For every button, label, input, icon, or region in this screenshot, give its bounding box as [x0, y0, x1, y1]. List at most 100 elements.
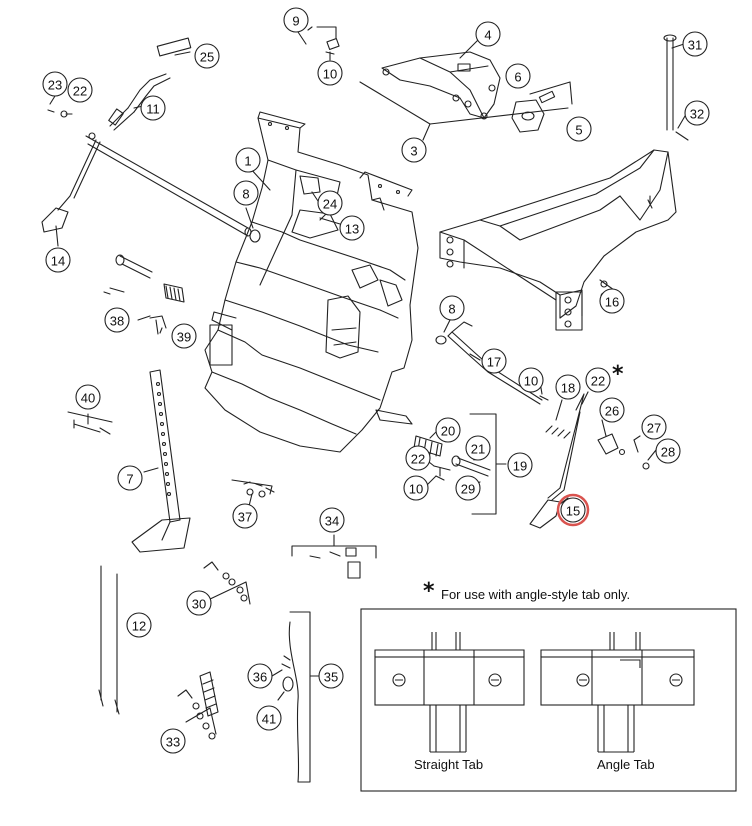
- callout-circle: [641, 414, 667, 440]
- chain-35: [281, 621, 300, 783]
- callout-16: 16: [599, 288, 625, 314]
- callout-circle: [317, 60, 343, 86]
- bracket-26: [597, 433, 619, 455]
- callout-circle: [247, 663, 273, 689]
- callout-9: 9: [283, 7, 309, 33]
- callout-circle: [233, 180, 259, 206]
- callout-number: 27: [647, 421, 661, 436]
- pin-set-9: [325, 37, 340, 61]
- callout-1: 1: [235, 147, 261, 173]
- callout-number: 33: [166, 735, 180, 750]
- callout-circle: [67, 77, 93, 103]
- callout-22c: 22: [405, 445, 431, 471]
- hardware-30: [203, 561, 248, 602]
- note-asterisk-symbol: *: [423, 579, 435, 604]
- callout-circle: [194, 43, 220, 69]
- callout-number: 31: [688, 38, 702, 53]
- lift-arm: [41, 73, 252, 237]
- callout-30: 30: [186, 590, 212, 616]
- callout-number: 18: [561, 381, 575, 396]
- callout-circle: [465, 435, 491, 461]
- callout-circle: [684, 100, 710, 126]
- callout-24: 24: [317, 190, 343, 216]
- angle-tab-caption: Angle Tab: [597, 757, 655, 772]
- callout-33: 33: [160, 728, 186, 754]
- callout-27: 27: [641, 414, 667, 440]
- callout-circle: [599, 397, 625, 423]
- callout-number: 24: [323, 197, 337, 212]
- callout-highlight-ring: [556, 493, 590, 527]
- asterisk-symbol: *: [612, 362, 624, 387]
- hitch-bracket: [381, 51, 501, 120]
- callout-circle: [160, 728, 186, 754]
- callout-8a: 8: [233, 180, 259, 206]
- callout-32: 32: [684, 100, 710, 126]
- callout-circle: [318, 663, 344, 689]
- callout-10a: 10: [317, 60, 343, 86]
- callout-6: 6: [505, 63, 531, 89]
- callout-number: 21: [471, 442, 485, 457]
- callout-25: 25: [194, 43, 220, 69]
- bolt-10: [539, 395, 549, 401]
- callout-23: 23: [42, 71, 68, 97]
- callout-number: 8: [448, 302, 455, 317]
- callout-20: 20: [435, 417, 461, 443]
- callout-number: 37: [238, 510, 252, 525]
- callout-number: 3: [410, 144, 417, 159]
- callout-number: 30: [192, 597, 206, 612]
- callout-circle: [232, 503, 258, 529]
- washer-22c: [618, 448, 626, 456]
- callout-circle: [283, 7, 309, 33]
- callout-number: 35: [324, 670, 338, 685]
- callout-circle: [171, 323, 197, 349]
- callout-circle: [655, 438, 681, 464]
- callout-circle: [186, 590, 212, 616]
- callout-circle: [435, 417, 461, 443]
- callout-circle: [599, 288, 625, 314]
- push-frame: [439, 149, 677, 331]
- screw-23: [47, 109, 55, 113]
- callout-number: 16: [605, 295, 619, 310]
- kickstand: [131, 369, 191, 553]
- callout-number: 19: [513, 459, 527, 474]
- callout-number: 13: [345, 222, 359, 237]
- callout-4: 4: [475, 21, 501, 47]
- rods-12: [98, 565, 120, 715]
- callout-18: 18: [555, 374, 581, 400]
- callout-number: 12: [132, 619, 146, 634]
- washer-8b: [435, 335, 447, 345]
- callout-number: 39: [177, 330, 191, 345]
- callout-circle: [126, 612, 152, 638]
- callout-number: 22: [411, 452, 425, 467]
- callout-37: 37: [232, 503, 258, 529]
- pin-spring-assy: [103, 254, 185, 335]
- callout-layer: 1345678891010101112131415161718192021222…: [42, 7, 710, 754]
- callout-number: 20: [441, 424, 455, 439]
- callout-circle: [42, 71, 68, 97]
- callout-circle: [45, 247, 71, 273]
- callout-circle: [555, 374, 581, 400]
- callout-number: 38: [110, 314, 124, 329]
- callout-circle: [585, 367, 611, 393]
- callout-number: 7: [126, 472, 133, 487]
- straight-tab-drawing: [374, 632, 525, 753]
- callout-number: 4: [484, 28, 491, 43]
- callout-circle: [455, 475, 481, 501]
- callout-number: 10: [409, 482, 423, 497]
- callout-5: 5: [566, 116, 592, 142]
- callout-circle: [235, 147, 261, 173]
- callout-13: 13: [339, 215, 365, 241]
- angle-tab-drawing: [540, 632, 695, 753]
- callout-14: 14: [45, 247, 71, 273]
- lift-bracket-5: [511, 90, 556, 133]
- callout-38: 38: [104, 307, 130, 333]
- callout-number: 41: [262, 712, 276, 727]
- callout-21: 21: [465, 435, 491, 461]
- callout-17: 17: [481, 348, 507, 374]
- hardware-34: [309, 547, 361, 579]
- callout-number: 29: [461, 482, 475, 497]
- callout-12: 12: [126, 612, 152, 638]
- callout-34: 34: [319, 507, 345, 533]
- callout-circle: [75, 384, 101, 410]
- callout-number: 11: [146, 102, 160, 117]
